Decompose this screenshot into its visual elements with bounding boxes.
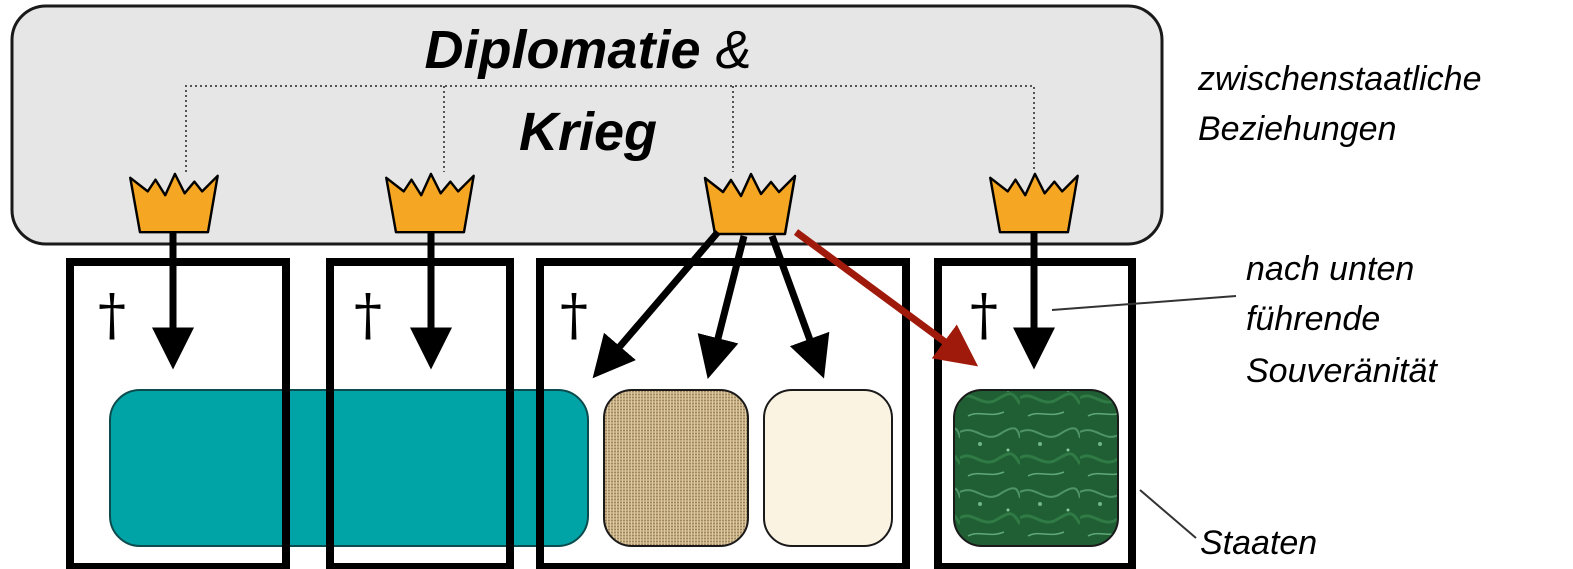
diagram-title-krieg: Krieg xyxy=(519,102,657,162)
territory-burlap xyxy=(603,389,749,547)
sovereignty-arrow xyxy=(768,234,830,379)
dotted-connector-network xyxy=(185,85,1035,172)
state-frame-3 xyxy=(536,258,910,569)
sovereignty-arrow-highlight xyxy=(793,229,979,367)
dagger-cross-icon: † xyxy=(560,283,588,348)
leader-line-sovereignty xyxy=(1051,295,1237,311)
dagger-cross-icon: † xyxy=(354,283,382,348)
dagger-cross-icon: † xyxy=(970,283,998,348)
title-ampersand: & xyxy=(701,20,752,80)
territory-green-marble xyxy=(953,389,1119,547)
title-diplomatie: Diplomatie xyxy=(424,20,700,80)
territory-teal xyxy=(109,389,589,547)
dagger-cross-icon: † xyxy=(98,283,126,348)
sovereignty-arrow xyxy=(592,229,721,379)
state-frame-2 xyxy=(326,258,514,569)
diagram-title: Diplomatie & xyxy=(424,20,751,80)
sovereignty-arrow xyxy=(697,235,748,379)
relations-label: zwischenstaatliche xyxy=(1197,60,1481,98)
states-label: Staaten xyxy=(1200,524,1317,562)
sovereignty-label: führende xyxy=(1246,300,1380,338)
state-frame-1 xyxy=(66,258,290,569)
relations-label: Beziehungen xyxy=(1198,110,1397,148)
territory-cream xyxy=(763,389,893,547)
sovereignty-label: Souveränität xyxy=(1246,352,1438,390)
sovereignty-label: nach unten xyxy=(1246,250,1414,288)
relations-panel xyxy=(10,4,1164,246)
leader-line-states xyxy=(1139,489,1197,539)
